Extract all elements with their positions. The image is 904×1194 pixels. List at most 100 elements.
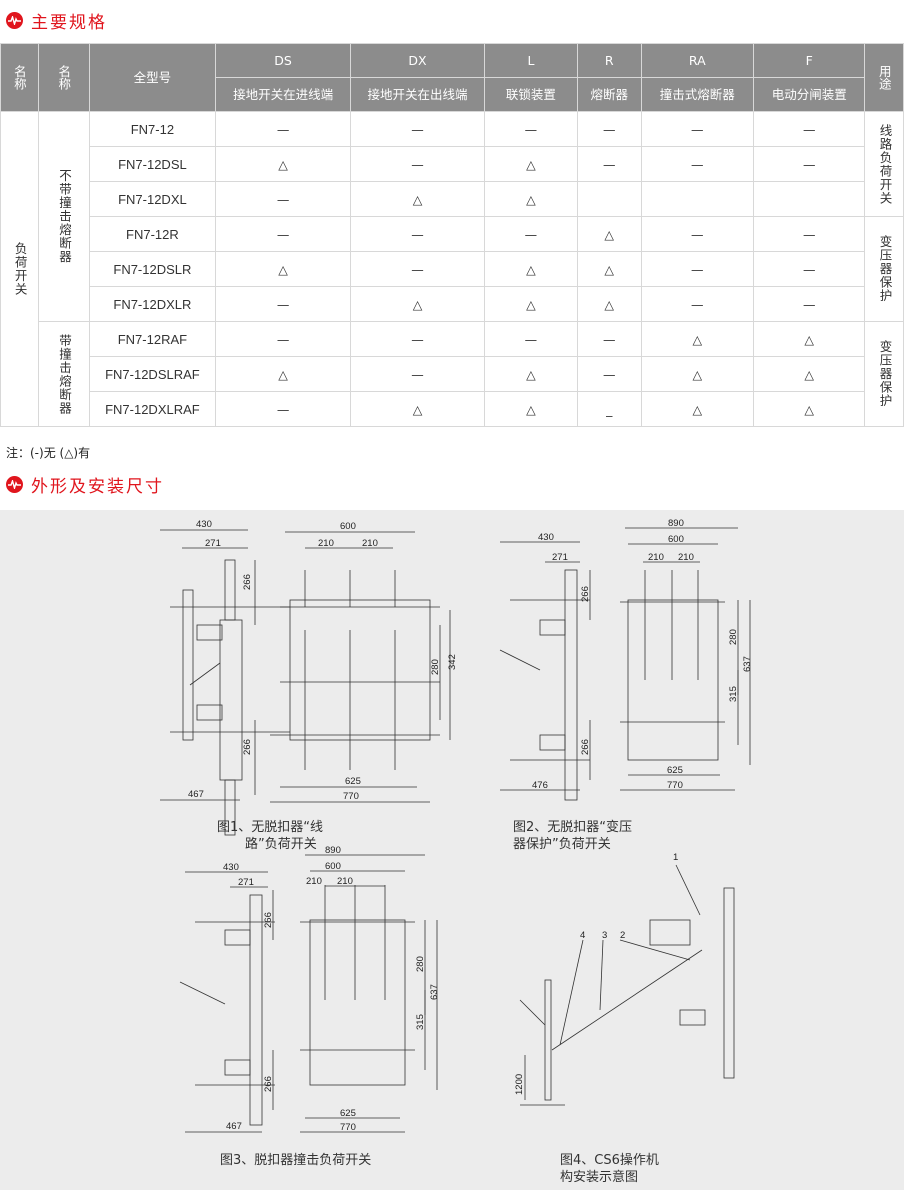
value-cell: △ <box>350 286 485 322</box>
value-cell: — <box>753 111 866 147</box>
dimension-label: 280 <box>728 629 739 645</box>
header-desc: 接地开关在进线端 <box>215 77 352 112</box>
value-cell: △ <box>350 181 485 217</box>
value-cell: △ <box>483 146 578 182</box>
value-cell: — <box>753 216 866 252</box>
value-cell: — <box>640 216 755 252</box>
dimension-label: 266 <box>580 586 591 602</box>
dimension-label: 467 <box>188 789 204 800</box>
header-desc: 熔断器 <box>576 77 642 112</box>
value-cell: — <box>350 321 485 357</box>
dimension-label: 280 <box>430 659 441 675</box>
dimension-label: 210 <box>648 552 664 563</box>
value-cell: — <box>215 391 352 427</box>
header-model: 全型号 <box>88 43 217 112</box>
header-code: DX <box>350 43 485 78</box>
figure-1-drawing <box>160 529 451 836</box>
value-cell: — <box>350 111 485 147</box>
value-cell: — <box>640 251 755 287</box>
drawings-svg: 430 271 266 266 467 600 210 210 280 342 625 77… <box>160 518 753 1133</box>
table-row: FN7-12DXLRAF—△△_△△ <box>1 391 904 427</box>
dimension-label: 890 <box>668 518 684 529</box>
dimension-label: 430 <box>538 532 554 543</box>
subgroup-cell: 不带撞击熔断器 <box>37 111 90 322</box>
dimension-label: 210 <box>337 876 353 887</box>
value-cell: △ <box>576 216 642 252</box>
dimension-label: 476 <box>532 780 548 791</box>
value-cell <box>576 181 642 217</box>
header-name-2: 名称 <box>37 43 90 112</box>
value-cell: △ <box>753 391 866 427</box>
figure-4-caption: 图4、CS6操作机构安装示意图 <box>560 1153 659 1185</box>
value-cell: — <box>483 321 578 357</box>
figure-4-drawing <box>519 864 735 1106</box>
value-cell: △ <box>576 286 642 322</box>
value-cell: — <box>753 286 866 322</box>
dimension-label: 266 <box>263 1076 274 1092</box>
dimension-label: 4 <box>580 930 585 941</box>
dimension-label: 210 <box>318 538 334 549</box>
section-title-text: 外形及安装尺寸 <box>31 477 164 497</box>
model-cell: FN7-12DXLR <box>88 286 217 322</box>
dimension-label: 315 <box>728 686 739 702</box>
dimension-label: 637 <box>429 984 440 1000</box>
model-cell: FN7-12RAF <box>88 321 217 357</box>
pulse-icon <box>6 476 23 493</box>
dimension-label: 342 <box>447 654 458 670</box>
header-code: DS <box>215 43 352 78</box>
value-cell: — <box>215 181 352 217</box>
dimension-label: 210 <box>362 538 378 549</box>
header-code: L <box>483 43 578 78</box>
section-title-specs: 主要规格 <box>6 8 107 33</box>
value-cell <box>753 181 866 217</box>
model-cell: FN7-12DSLRAF <box>88 356 217 392</box>
dimension-label: 271 <box>205 538 221 549</box>
dimension-label: 770 <box>340 1122 356 1133</box>
dimension-label: 430 <box>196 519 212 530</box>
table-row: FN7-12DXL—△△ <box>1 181 904 217</box>
dimension-label: 430 <box>223 862 239 873</box>
value-cell: — <box>483 216 578 252</box>
model-cell: FN7-12DSLR <box>88 251 217 287</box>
value-cell: △ <box>215 356 352 392</box>
value-cell: — <box>350 356 485 392</box>
dimension-label: 770 <box>343 791 359 802</box>
model-cell: FN7-12DSL <box>88 146 217 182</box>
value-cell: — <box>215 216 352 252</box>
dimension-label: 625 <box>340 1108 356 1119</box>
value-cell: — <box>350 251 485 287</box>
value-cell: △ <box>640 391 755 427</box>
value-cell: △ <box>483 181 578 217</box>
value-cell: — <box>753 251 866 287</box>
value-cell: — <box>576 146 642 182</box>
dimension-label: 210 <box>306 876 322 887</box>
group-cell: 负荷开关 <box>0 111 39 427</box>
section-title-dimensions: 外形及安装尺寸 <box>6 472 164 497</box>
dimension-label: 2 <box>620 930 625 941</box>
value-cell: — <box>640 111 755 147</box>
value-cell: △ <box>483 391 578 427</box>
dimension-label: 266 <box>242 739 253 755</box>
model-cell: FN7-12R <box>88 216 217 252</box>
value-cell: — <box>215 286 352 322</box>
value-cell: — <box>350 216 485 252</box>
dimension-label: 266 <box>263 912 274 928</box>
usage-cell: 变压器保护 <box>864 216 904 322</box>
dimension-label: 1200 <box>514 1074 525 1095</box>
dimension-label: 271 <box>238 877 254 888</box>
dimension-label: 600 <box>325 861 341 872</box>
table-row: FN7-12DXLR—△△△—— <box>1 286 904 322</box>
dimension-label: 625 <box>345 776 361 787</box>
value-cell: — <box>640 286 755 322</box>
dimension-label: 625 <box>667 765 683 776</box>
model-cell: FN7-12DXLRAF <box>88 391 217 427</box>
section-title-text: 主要规格 <box>31 13 107 33</box>
value-cell: — <box>753 146 866 182</box>
dimension-label: 600 <box>668 534 684 545</box>
value-cell: — <box>576 356 642 392</box>
